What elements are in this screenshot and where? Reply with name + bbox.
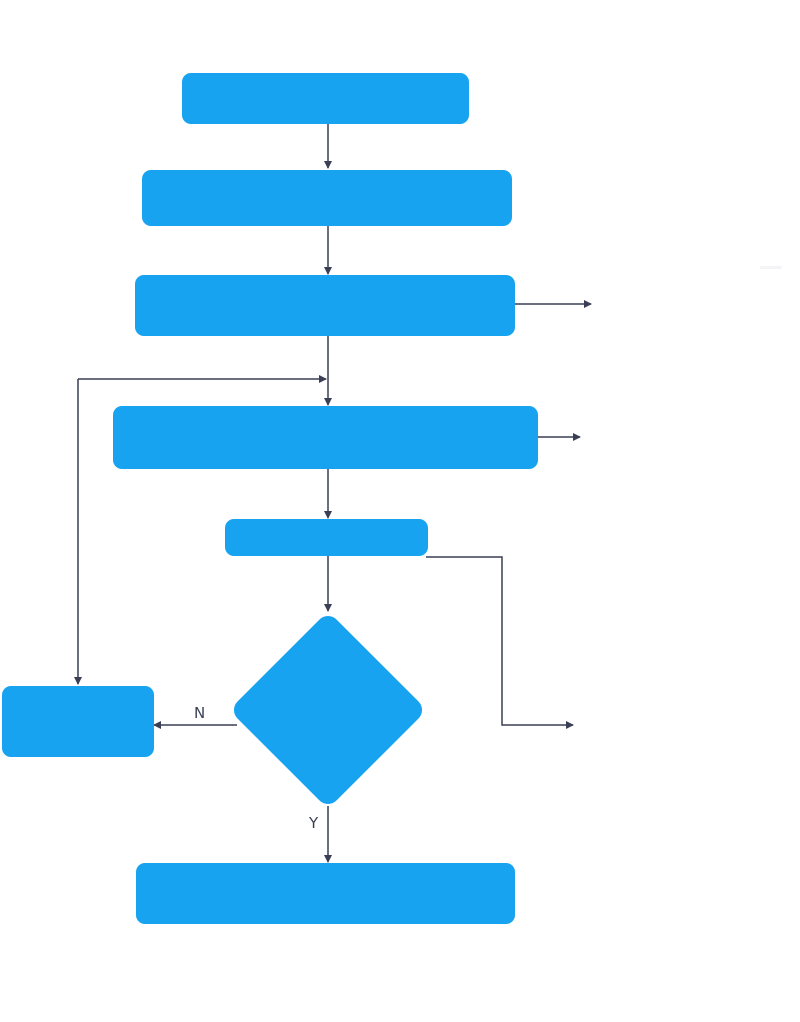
decision-diamond: [233, 615, 423, 805]
connector-step5-side-output: [426, 556, 574, 729]
step-3-box: [135, 275, 515, 336]
edge-label-no: N: [194, 704, 206, 722]
retry-box: [2, 686, 154, 757]
step-2-box: [142, 170, 512, 226]
step-5-box: [225, 519, 428, 556]
final-step-box: [136, 863, 515, 924]
step-1-box: [182, 73, 469, 124]
edge-label-yes: Y: [309, 814, 319, 832]
step-4-box: [113, 406, 538, 469]
decision-label-area: [268, 680, 388, 740]
faint-side-mark: [760, 266, 782, 269]
